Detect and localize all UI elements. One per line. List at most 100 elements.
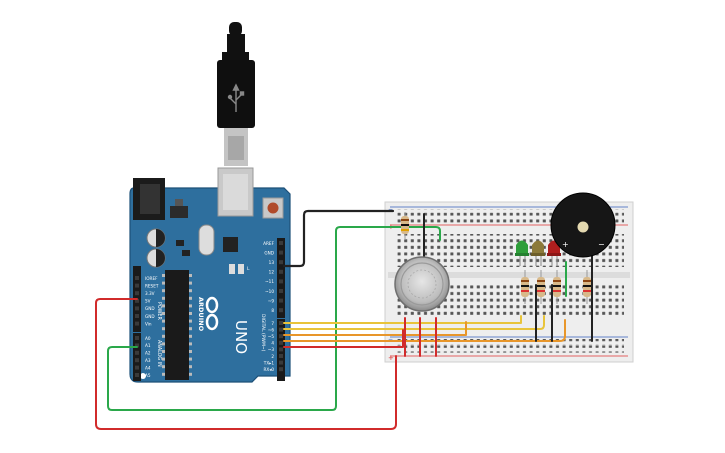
- wire-pin7-yellow[interactable]: [283, 315, 522, 324]
- digital-pin[interactable]: [279, 367, 283, 372]
- analog-pin-label: A2: [145, 351, 151, 356]
- led-tx: [238, 264, 244, 274]
- power-pin-label: RESET: [145, 283, 159, 288]
- analog-pin[interactable]: [135, 365, 139, 370]
- digital-pin[interactable]: [279, 308, 283, 313]
- power-pin[interactable]: [135, 298, 139, 303]
- analog-pin-label: A4: [145, 365, 151, 370]
- resistor[interactable]: [553, 270, 561, 304]
- digital-pin[interactable]: [279, 340, 283, 345]
- resistor[interactable]: [521, 270, 529, 304]
- analog-pin[interactable]: [135, 358, 139, 363]
- usb-trident-icon: [227, 83, 245, 112]
- wire-pin5-orange[interactable]: [283, 321, 467, 336]
- digital-pin[interactable]: [279, 298, 283, 303]
- arduino-logo-text: ARDUINO: [197, 297, 205, 332]
- wires: [95, 209, 593, 430]
- digital-pin[interactable]: [279, 327, 283, 332]
- arduino-board[interactable]: L ARDUINO UNO POWER ANALOG IN DIGITAL (P…: [129, 167, 291, 383]
- digital-pin[interactable]: [279, 360, 283, 365]
- digital-pin-label: ~5: [268, 334, 275, 339]
- arduino-model-label: UNO: [232, 320, 250, 354]
- analog-pin[interactable]: [135, 336, 139, 340]
- digital-header-top: [277, 238, 285, 318]
- power-pin[interactable]: [135, 291, 139, 296]
- analog-pin-label: A0: [145, 336, 151, 341]
- digital-pin[interactable]: [279, 334, 283, 339]
- digital-pin[interactable]: [279, 321, 283, 325]
- arduino-infinity-icon: [205, 296, 219, 314]
- digital-pin-label: ~10: [265, 289, 274, 294]
- digital-pin[interactable]: [279, 241, 283, 245]
- resistor[interactable]: [537, 270, 545, 304]
- wire-gnd-black[interactable]: [282, 209, 395, 268]
- resistor[interactable]: [401, 212, 409, 240]
- analog-pin[interactable]: [135, 350, 139, 355]
- power-pin-label: 5V: [145, 299, 151, 304]
- digital-pin[interactable]: [279, 289, 283, 293]
- digital-pin[interactable]: [279, 279, 283, 284]
- power-pin-label: 3.3V: [145, 291, 155, 296]
- analog-pin-label: A3: [145, 358, 151, 363]
- digital-pin-label: TX▸1: [263, 360, 275, 365]
- digital-pin-label: ~11: [265, 279, 274, 284]
- power-pin-label: GND: [145, 306, 155, 311]
- digital-pin-label: ~3: [268, 347, 275, 352]
- digital-pin[interactable]: [279, 354, 283, 358]
- wire-5v-red[interactable]: [95, 298, 397, 430]
- digital-pin-label: 4: [271, 341, 274, 346]
- analog-header: [133, 333, 141, 381]
- led-l: [229, 264, 235, 274]
- analog-pin[interactable]: [135, 343, 139, 348]
- reset-button-cap[interactable]: [267, 202, 279, 214]
- analog-pin-label: A5: [145, 373, 151, 378]
- rail-minus-label-bottom: −: [388, 336, 393, 343]
- digital-pin-label: 8: [271, 308, 274, 313]
- power-pin-label: IOREF: [145, 276, 158, 281]
- digital-pin-label: 7: [271, 321, 274, 326]
- digital-pin-label: 2: [271, 354, 274, 359]
- led-l-label: L: [247, 266, 250, 272]
- power-pin[interactable]: [135, 283, 139, 288]
- power-pin[interactable]: [135, 314, 139, 318]
- digital-pin-label: 13: [269, 260, 275, 265]
- power-section-label: POWER: [156, 302, 162, 320]
- digital-pin[interactable]: [279, 260, 283, 265]
- digital-pin-label: 12: [269, 270, 275, 275]
- digital-pin-label: ~9: [268, 298, 275, 303]
- power-pin[interactable]: [135, 276, 139, 280]
- digital-pin[interactable]: [279, 347, 283, 352]
- digital-pin-label: GND: [264, 250, 274, 255]
- rail-plus-label-bottom: +: [388, 354, 394, 362]
- rail-minus-label: −: [388, 206, 393, 213]
- breadboard-center-channel: [388, 272, 630, 278]
- digital-section-label: DIGITAL (PWM~): [260, 314, 266, 352]
- usb-cable: [217, 22, 255, 166]
- crystal-oscillator: [198, 224, 215, 256]
- analog-pin[interactable]: [135, 373, 139, 377]
- wire-a0-green[interactable]: [107, 226, 441, 411]
- power-pin[interactable]: [135, 321, 139, 326]
- digital-pin-label: RX◂0: [263, 367, 274, 372]
- analog-pin-label: A1: [145, 343, 151, 348]
- piezo-buzzer[interactable]: + −: [550, 192, 616, 258]
- digital-pin-label: AREF: [263, 241, 274, 246]
- atmega-chip: [165, 270, 189, 380]
- gas-sensor[interactable]: [394, 256, 450, 312]
- digital-pin[interactable]: [279, 269, 283, 274]
- digital-pin[interactable]: [279, 250, 283, 255]
- buzzer-minus-label: −: [598, 240, 605, 249]
- buzzer-plus-label: +: [562, 240, 569, 249]
- digital-pin-label: ~6: [268, 327, 275, 332]
- power-pin[interactable]: [135, 306, 139, 311]
- power-pin-label: GND: [145, 314, 155, 319]
- led-yellow[interactable]: [531, 240, 545, 267]
- wire-pin3-red[interactable]: [283, 329, 404, 348]
- resistor[interactable]: [583, 270, 591, 304]
- power-pin-label: Vin: [145, 321, 152, 326]
- wire-pin6-yellow[interactable]: [283, 315, 545, 330]
- analog-section-label: ANALOG IN: [156, 340, 162, 367]
- led-green[interactable]: [515, 240, 529, 267]
- wire-pin4-orange[interactable]: [283, 319, 566, 342]
